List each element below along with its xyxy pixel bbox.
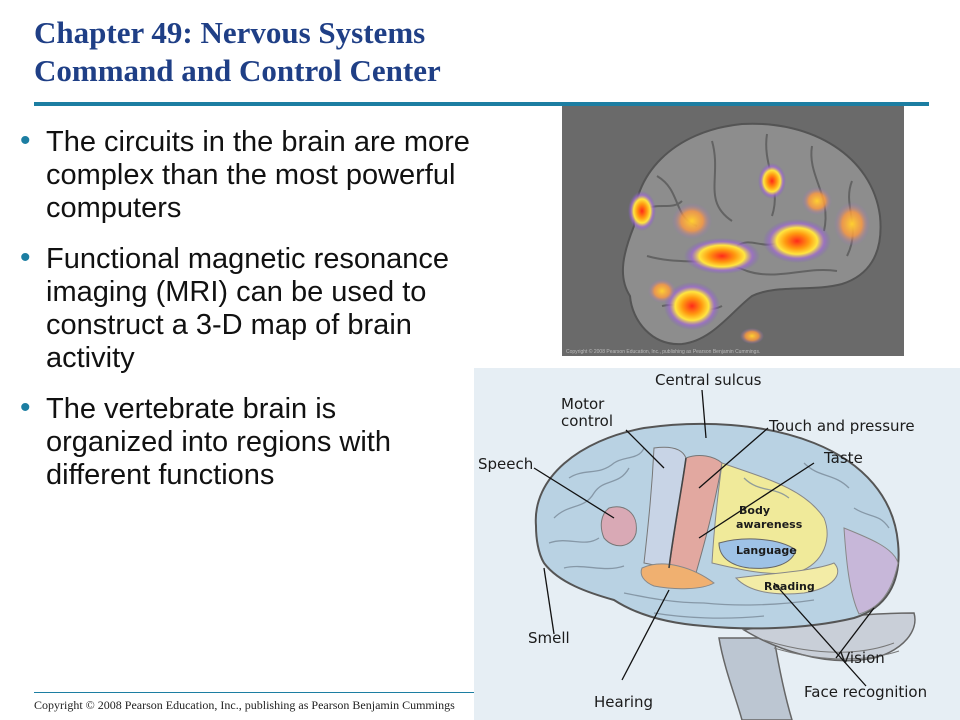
bullet-item: • The circuits in the brain are more com… [20, 124, 470, 225]
brain-regions-diagram: Central sulcus Motor control Touch and p… [474, 368, 960, 720]
bullet-text: The vertebrate brain is organized into r… [46, 393, 391, 491]
footer-divider [34, 692, 474, 693]
fmri-brain-graphic [562, 106, 904, 356]
bullet-list: • The circuits in the brain are more com… [20, 124, 470, 510]
bullet-text: Functional magnetic resonance imaging (M… [46, 243, 450, 374]
title-line-2: Command and Control Center [34, 53, 441, 88]
bullet-item: • Functional magnetic resonance imaging … [20, 241, 470, 375]
label-taste: Taste [824, 449, 863, 467]
copyright-footer: Copyright © 2008 Pearson Education, Inc.… [34, 698, 455, 712]
bullet-icon: • [20, 241, 31, 274]
label-motor-control-line2: control [561, 412, 613, 430]
label-motor-control-line1: Motor [561, 395, 605, 413]
label-smell: Smell [528, 629, 570, 647]
label-language: Language [736, 544, 797, 557]
label-body-awareness-line2: awareness [736, 518, 803, 531]
bullet-item: • The vertebrate brain is organized into… [20, 391, 470, 492]
label-central-sulcus: Central sulcus [655, 371, 762, 389]
label-face-recognition: Face recognition [804, 683, 928, 701]
fmri-brain-image: Copyright © 2008 Pearson Education, Inc.… [562, 106, 904, 356]
title-line-1: Chapter 49: Nervous Systems [34, 15, 426, 50]
bullet-icon: • [20, 391, 31, 424]
bullet-icon: • [20, 124, 31, 157]
title-divider [34, 102, 929, 106]
brain-regions-graphic [533, 389, 916, 720]
label-vision: Vision [840, 649, 885, 667]
label-body-awareness-line1: Body [739, 504, 770, 517]
slide-title: Chapter 49: Nervous Systems Command and … [34, 14, 594, 90]
label-hearing: Hearing [594, 693, 654, 711]
label-touch-and-pressure: Touch and pressure [769, 417, 915, 435]
label-speech: Speech [478, 455, 534, 473]
label-reading: Reading [764, 580, 815, 593]
image-credit: Copyright © 2008 Pearson Education, Inc.… [566, 349, 761, 355]
bullet-text: The circuits in the brain are more compl… [46, 126, 470, 224]
